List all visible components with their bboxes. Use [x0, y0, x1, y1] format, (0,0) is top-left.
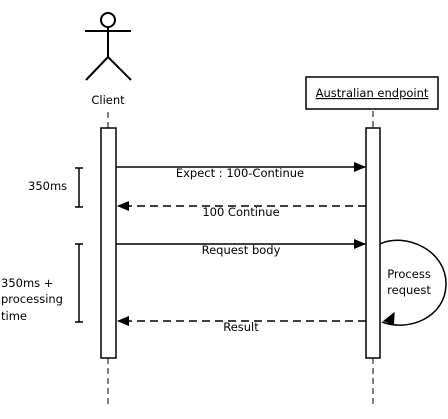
timing-label-350ms: 350ms — [28, 179, 67, 193]
server-actor-box: Australian endpoint — [305, 76, 439, 110]
timing-label-processing-line1: 350ms + — [1, 276, 53, 290]
message-100-continue-label: 100 Continue — [202, 205, 279, 219]
message-expect-continue-label: Expect : 100-Continue — [176, 166, 304, 180]
message-request-body: Request body — [116, 239, 366, 257]
message-100-continue: 100 Continue — [117, 201, 366, 219]
timing-label-processing-line2: processing — [1, 292, 63, 306]
self-message-process-request: Process request — [379, 239, 447, 326]
server-activation-bar — [365, 127, 381, 359]
message-result-label: Result — [223, 320, 259, 334]
message-request-body-label: Request body — [202, 243, 281, 257]
self-message-label-line1: Process — [387, 267, 431, 281]
client-actor-label: Client — [91, 93, 125, 107]
client-actor-figure — [85, 12, 132, 81]
self-message-label-line2: request — [387, 283, 431, 297]
client-activation-bar — [100, 127, 117, 359]
timing-bracket-processing — [75, 243, 83, 323]
timing-label-processing-line3: time — [1, 309, 27, 323]
message-result: Result — [117, 316, 366, 334]
message-expect-continue: Expect : 100-Continue — [116, 162, 366, 180]
timing-bracket-350ms — [75, 167, 83, 208]
server-actor-label: Australian endpoint — [316, 86, 429, 100]
